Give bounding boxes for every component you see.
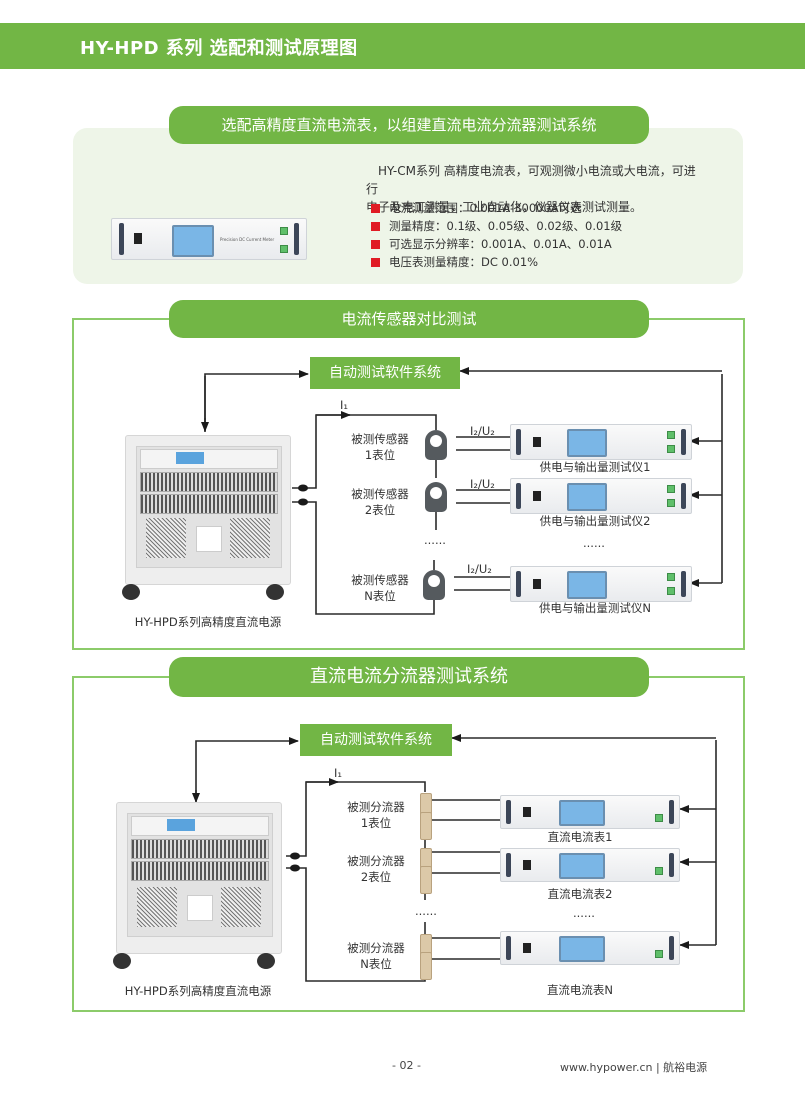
bullet-square-icon: [371, 203, 380, 213]
page-title: HY-HPD 系列 选配和测试原理图: [80, 38, 358, 59]
header-bar: [0, 23, 805, 69]
shunt-icon: [420, 866, 432, 894]
ammeter-label-n: 直流电流表N: [546, 983, 614, 997]
spec-text: 电压表测量精度：DC 0.01%: [389, 255, 539, 269]
ammeter-label-2: 直流电流表2: [547, 887, 613, 901]
current-sensor-icon: [425, 430, 447, 460]
spec-item: 电压表测量精度：DC 0.01%: [371, 253, 622, 271]
ellipsis: ......: [415, 904, 437, 918]
ammeter-description: HY-CM系列 高精度电流表，可观测微小电流或大电流，可进行 电子及电工测量，工…: [366, 162, 696, 216]
footer-website[interactable]: www.hypower.cn | 航裕电源: [560, 1061, 708, 1074]
test-instrument-image: [510, 424, 692, 460]
ammeter-label-1: 直流电流表1: [547, 830, 613, 844]
shunt-icon: [420, 812, 432, 840]
software-system-box: 自动测试软件系统: [300, 724, 452, 756]
software-system-box: 自动测试软件系统: [310, 357, 460, 389]
dc-power-supply-image: [122, 435, 291, 600]
section-title-shunt: 直流电流分流器测试系统: [169, 657, 649, 697]
instrument-label-1: 供电与输出量测试仪1: [539, 460, 651, 474]
current-sensor-icon: [425, 482, 447, 512]
dc-ammeter-image: [500, 931, 680, 965]
desc-line-2: 电子及电工测量，工业自动化，仪器仪表测试测量。: [366, 200, 643, 214]
test-instrument-image: [510, 566, 692, 602]
ellipsis: ......: [424, 533, 446, 547]
power-supply-label: HY-HPD系列高精度直流电源: [134, 615, 282, 629]
power-supply-label: HY-HPD系列高精度直流电源: [124, 984, 272, 998]
signal-label: I₂/U₂: [470, 424, 495, 438]
test-instrument-image: [510, 478, 692, 514]
signal-label: I₂/U₂: [467, 562, 492, 576]
section-title-sensor: 电流传感器对比测试: [169, 300, 649, 338]
desc-line-1: HY-CM系列 高精度电流表，可观测微小电流或大电流，可进行: [366, 164, 696, 196]
dc-power-supply-image: [113, 802, 282, 969]
page-number: - 02 -: [392, 1059, 421, 1072]
instrument-label-2: 供电与输出量测试仪2: [539, 514, 651, 528]
spec-item: 可选显示分辨率：0.001A、0.01A、0.01A: [371, 235, 622, 253]
spec-item: 电流测量范围：0.001A-30000A可选: [371, 199, 622, 217]
bullet-square-icon: [371, 239, 380, 249]
spec-item: 测量精度：0.1级、0.05级、0.02级、0.01级: [371, 217, 622, 235]
dc-ammeter-image: [500, 848, 680, 882]
section-title-ammeter: 选配高精度直流电流表，以组建直流电流分流器测试系统: [169, 106, 649, 144]
bullet-square-icon: [371, 221, 380, 231]
current-i1-label: I₁: [334, 766, 343, 780]
ammeter-image: Precision DC Current Meter: [111, 218, 307, 260]
line-ps-to-software: [204, 370, 309, 432]
spec-list: 电流测量范围：0.001A-30000A可选 测量精度：0.1级、0.05级、0…: [371, 199, 622, 271]
signal-label: I₂/U₂: [470, 477, 495, 491]
spec-text: 电流测量范围：0.001A-30000A可选: [389, 201, 582, 215]
spec-text: 可选显示分辨率：0.001A、0.01A、0.01A: [389, 237, 612, 251]
meter-text: Precision DC Current Meter: [220, 237, 275, 242]
current-sensor-icon: [423, 570, 445, 600]
ellipsis: ......: [583, 536, 605, 550]
bullet-square-icon: [371, 257, 380, 267]
ellipsis: ......: [573, 906, 595, 920]
dc-ammeter-image: [500, 795, 680, 829]
instrument-label-n: 供电与输出量测试仪N: [538, 601, 652, 615]
spec-text: 测量精度：0.1级、0.05级、0.02级、0.01级: [389, 219, 623, 233]
shunt-icon: [420, 952, 432, 980]
current-i1-label: I₁: [340, 398, 349, 412]
